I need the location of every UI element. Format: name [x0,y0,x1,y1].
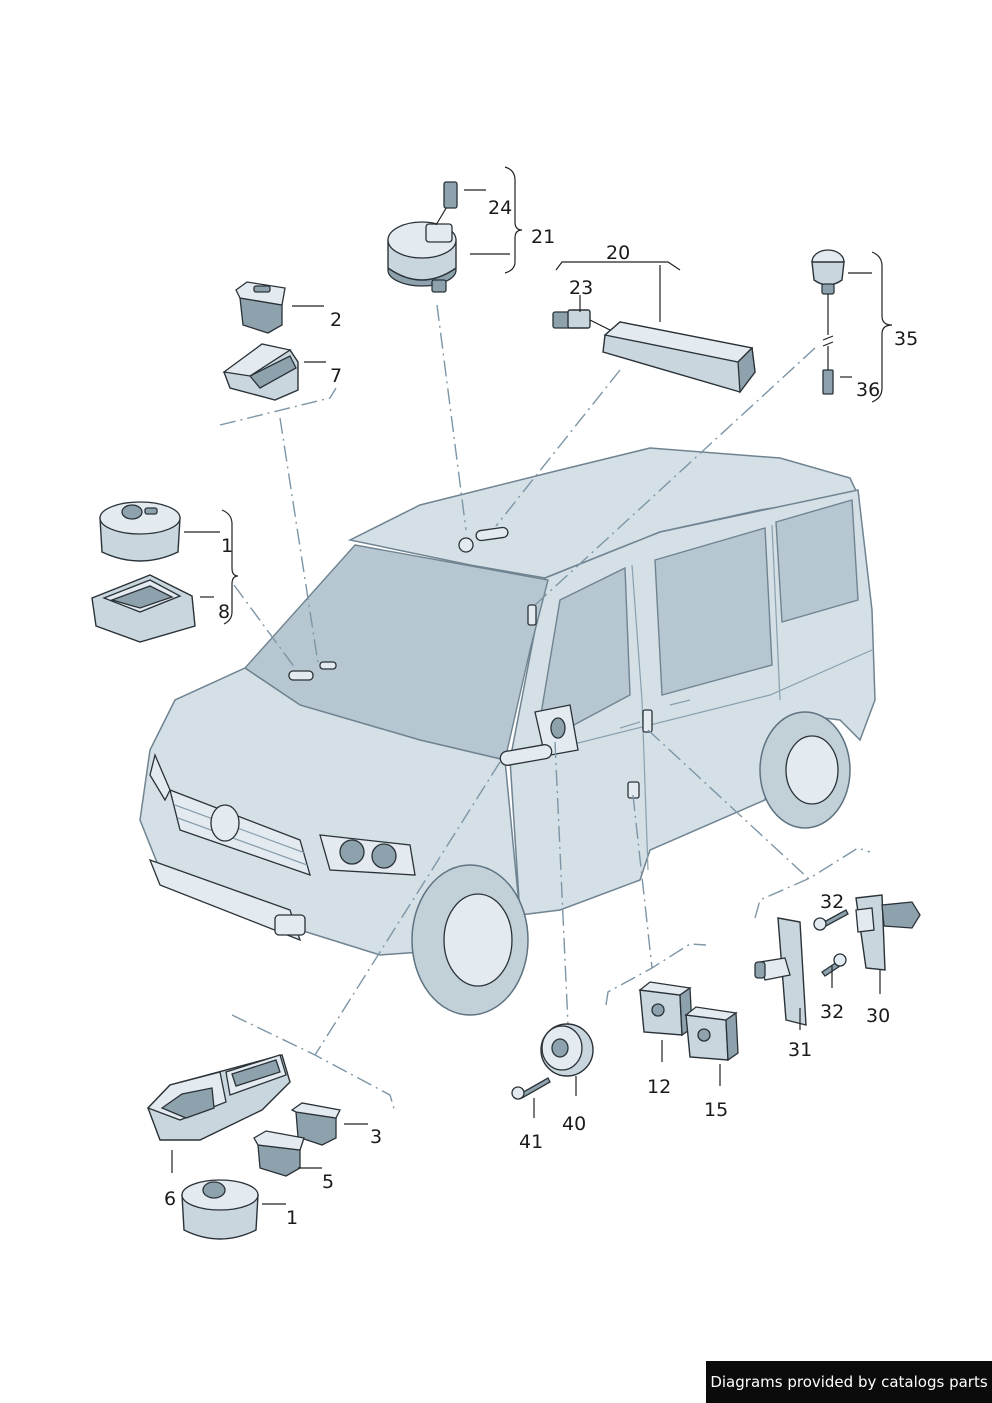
callout-32-lower: 32 [820,1001,844,1023]
sensor-35 [811,249,845,395]
callout-40: 40 [562,1113,586,1135]
callout-7: 7 [330,365,342,387]
callout-31: 31 [788,1039,812,1061]
callout-1-lower: 1 [286,1207,298,1229]
screw-32-upper [813,909,849,931]
screw-41 [511,1077,551,1100]
callout-15: 15 [704,1099,728,1121]
callout-36: 36 [856,379,880,401]
switch-31 [754,917,807,1026]
control-unit-20 [552,309,756,394]
callout-12: 12 [647,1076,671,1098]
window-switch-bezel-6 [146,1054,291,1141]
callout-1-upper: 1 [221,535,233,557]
bezel-8 [91,574,196,643]
callout-30: 30 [866,1005,890,1027]
callout-23: 23 [569,277,593,299]
callout-5: 5 [322,1171,334,1193]
callout-8: 8 [218,601,230,623]
speaker-40 [540,1023,594,1077]
screw-32-lower [821,953,847,977]
switch-15 [684,1006,739,1062]
credit-footer: Diagrams provided by catalogs parts [706,1361,992,1403]
switch-2 [235,281,286,334]
callout-2: 2 [330,309,342,331]
reference-lines [219,304,871,1113]
callout-6: 6 [164,1188,176,1210]
callout-numbers: 24 21 20 23 35 36 2 7 1 8 3 5 6 1 40 41 … [164,197,918,1229]
switch-3 [290,1102,341,1146]
callout-20: 20 [606,242,630,264]
switch-12 [638,981,693,1037]
callout-41: 41 [519,1131,543,1153]
switch-5 [253,1130,305,1177]
callout-3: 3 [370,1126,382,1148]
callout-21: 21 [531,226,555,248]
callout-35: 35 [894,328,918,350]
switch-bezel-7 [222,343,299,401]
switch-30 [855,894,921,971]
light-switch-21 [387,181,458,293]
callout-32-upper: 32 [820,891,844,913]
mirror-switch-1-upper [99,501,181,562]
van-illustration [139,447,876,1016]
callout-24: 24 [488,197,512,219]
mirror-switch-1-lower [181,1179,259,1240]
